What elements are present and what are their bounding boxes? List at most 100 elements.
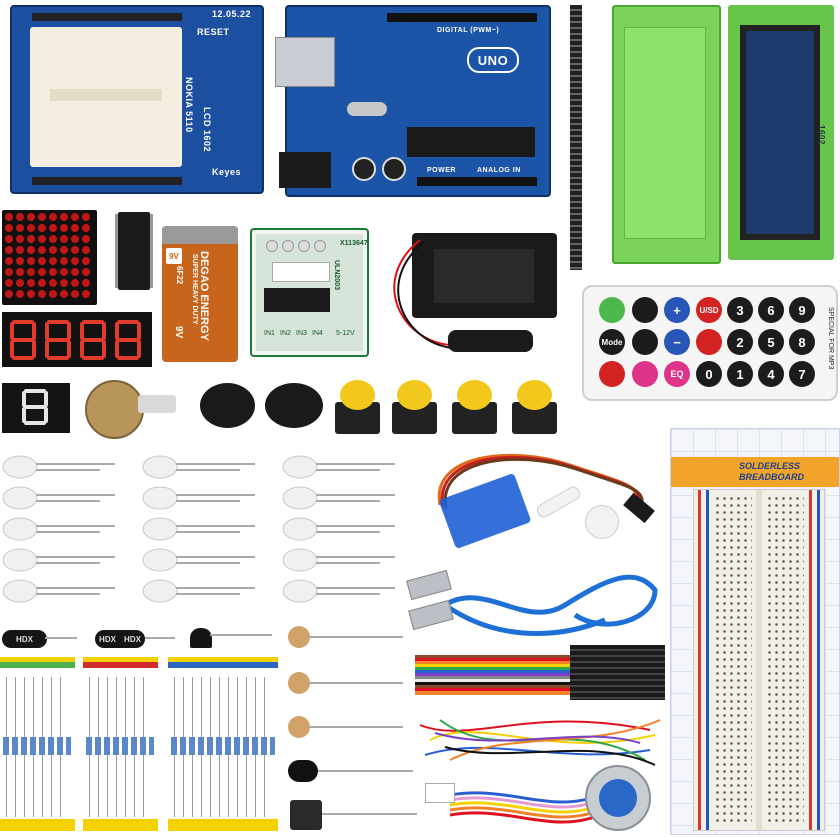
uno-label: UNO [477,52,509,68]
dc-barrel-plug [448,330,533,352]
remote-2-button[interactable]: 2 [727,329,753,355]
potentiometer [85,380,144,439]
remote-side-label: SPECIAL FOR MP3 [827,307,834,370]
driver-voltage: 5-12V [336,330,355,337]
header-pins-bottom [32,177,182,185]
driver-in3: IN3 [296,330,307,337]
uln2003-driver-board: X113647 ULN2003 IN1 IN2 IN3 IN4 5-12V [250,228,369,357]
shield-label-nokia: NOKIA 5110 [184,77,194,133]
ir-receiver-1-label: HDX [16,634,33,644]
usb-cable [443,574,658,637]
resistor-strip-2 [83,657,158,832]
atmega-chip [407,127,535,157]
driver-connector [272,262,330,282]
remote-4-button[interactable]: 4 [758,361,784,387]
digital-label: DIGITAL (PWM~) [437,27,500,34]
remote-power-button[interactable] [599,361,625,387]
four-digit-seven-segment [2,312,152,367]
component-storage-box [612,5,721,264]
led-matrix-8x8 [2,210,97,305]
shield-label-reset: RESET [197,27,230,37]
led-item [2,455,115,479]
remote-8-button[interactable]: 8 [789,329,815,355]
photoresistor-2 [288,672,310,694]
remote-6-button[interactable]: 6 [758,297,784,323]
driver-led-3 [298,240,310,252]
ir-receiver-3-label: HDX [124,634,141,644]
led-group [2,455,395,603]
remote-minus-button[interactable]: − [664,329,690,355]
stepper-connector [425,783,455,803]
driver-led-2 [282,240,294,252]
solderless-breadboard-packaging: SOLDERLESS BREADBOARD [670,428,840,835]
breadboard-body [693,489,825,831]
remote-repeat-button[interactable] [696,329,722,355]
ribbon-connectors [570,645,665,700]
push-button-cap-4 [517,380,552,410]
battery-model: 6F22 [175,266,184,285]
passive-buzzer [265,383,323,428]
led-column-1 [2,455,115,603]
remote-7-button[interactable]: 7 [789,361,815,387]
resistor-strip-3 [168,657,278,832]
driver-led-1 [266,240,278,252]
servo-wires [437,453,644,510]
battery-brand: DEGAO ENERGY [198,251,210,341]
prototype-shield: NOKIA 5110 LCD 1602 Keyes RESET 12.05.22 [10,5,264,194]
remote-next-button[interactable] [632,329,658,355]
remote-mute-button[interactable] [599,297,625,323]
breadboard-header-text: SOLDERLESS BREADBOARD [739,461,804,482]
photoresistor-1 [288,626,310,648]
lcd-screen [746,31,814,234]
transistor [190,628,212,648]
led-column-2 [142,455,255,603]
battery-holder-wires [393,239,453,349]
remote-usd-button[interactable]: U/SD [696,297,722,323]
ir-remote: + U/SD 3 6 9 Mode − 2 5 8 EQ 0 1 4 7 SPE… [582,285,838,401]
push-button-cap-1 [340,380,375,410]
battery-badge-text: 9V [169,251,179,261]
one-digit-segments [22,389,48,425]
servo-horn-2 [585,505,619,539]
lcd-1602-module: 1602 [728,5,834,260]
remote-plus-button[interactable]: + [664,297,690,323]
capacitor-2 [382,157,406,181]
power-jack [279,152,331,188]
remote-3-button[interactable]: 3 [727,297,753,323]
stepper-motor [585,765,651,831]
remote-9-button[interactable]: 9 [789,297,815,323]
ir-led [288,760,318,782]
shield-label-lcd: LCD 1602 [202,107,212,153]
power-label: POWER [427,167,456,174]
remote-eq-button[interactable]: EQ [664,361,690,387]
remote-0-button[interactable]: 0 [696,361,722,387]
digital-header [387,13,537,22]
potentiometer-shaft [138,395,176,413]
battery-subtitle: SUPER HEAVY DUTY [191,254,198,325]
photoresistor-3 [288,716,310,738]
remote-1-button[interactable]: 1 [727,361,753,387]
remote-play-prev-button[interactable] [632,297,658,323]
remote-mode-button[interactable]: Mode [599,329,625,355]
lcd-side-label: 1602 [817,125,826,145]
crystal [347,102,387,116]
uno-logo: UNO [467,47,519,73]
shield-label-keyes: Keyes [212,167,242,177]
ir-receiver-2-label: HDX [99,634,116,644]
9v-battery: 9V DEGAO ENERGY SUPER HEAVY DUTY 6F22 9V [162,226,238,362]
breadboard-header: SOLDERLESS BREADBOARD [671,457,839,487]
push-button-cap-3 [457,380,492,410]
arduino-uno-board: UNO DIGITAL (PWM~) ANALOG IN POWER [275,5,551,197]
remote-play-button[interactable] [632,361,658,387]
resistor-strip-1 [0,657,75,832]
loose-jumper-wires [419,719,661,766]
battery-badge: 9V [166,248,182,264]
active-buzzer [200,383,255,428]
remote-5-button[interactable]: 5 [758,329,784,355]
analog-header [417,177,537,186]
led-matrix-dots [5,213,90,298]
driver-led-4 [314,240,326,252]
driver-label-id: X113647 [340,240,368,247]
driver-in2: IN2 [280,330,291,337]
header-pins-top [32,13,182,21]
